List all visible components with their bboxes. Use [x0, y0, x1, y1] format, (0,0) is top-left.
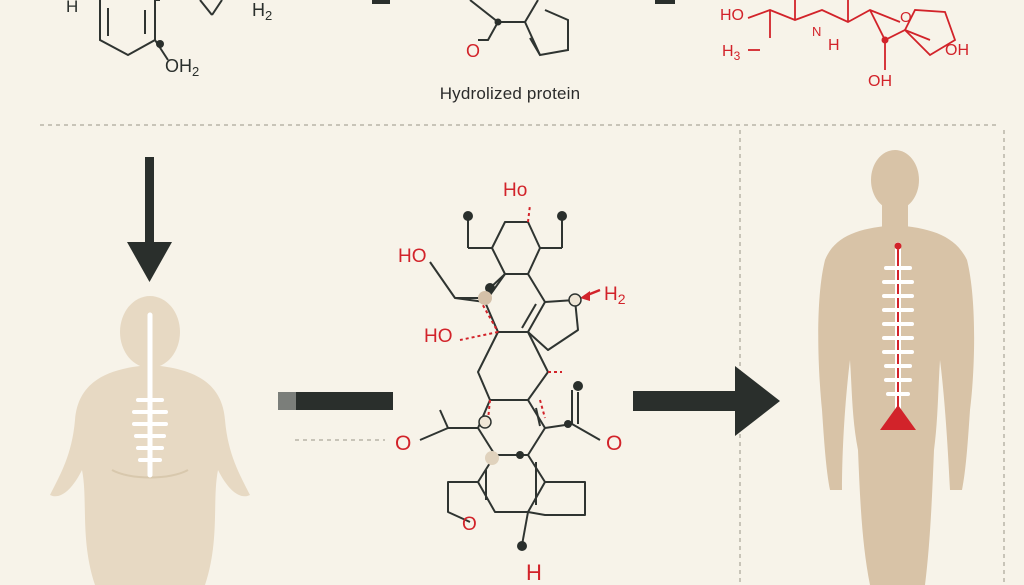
- top-right-dot: [881, 36, 889, 44]
- top-mid-h2-label: H2: [252, 0, 272, 23]
- caption-hydrolyzed-protein: Hydrolized protein: [439, 84, 581, 103]
- top-center-dot: [494, 18, 502, 26]
- top-center-o-label: O: [466, 41, 480, 61]
- center-molecule-dashed-bonds: [459, 204, 562, 421]
- center-molecule-bonds: [419, 216, 601, 546]
- right-arrow-icon: [633, 366, 780, 436]
- top-left-h-label: H: [66, 0, 78, 16]
- spine-icon-left: [132, 312, 168, 478]
- dividers: [40, 124, 1005, 585]
- top-right-oh-b-label: OH: [868, 73, 892, 90]
- top-arrow-fragment-1: [372, 0, 390, 4]
- spine-icon-right: [880, 242, 916, 430]
- top-center-molecule: [469, 0, 569, 57]
- mol-o-right-label: O: [606, 432, 622, 455]
- top-right-nh-label: N: [812, 24, 821, 39]
- top-right-ho-label: HO: [720, 7, 744, 24]
- mol-o-left-label: O: [395, 432, 411, 455]
- top-left-molecule: [99, 0, 223, 61]
- top-right-o-label: O: [900, 9, 912, 26]
- center-molecule-arrowhead-h2: [580, 291, 590, 301]
- top-right-h3-label: H3: [722, 43, 741, 63]
- top-right-h-label: H: [828, 37, 840, 54]
- mol-h2-label: H2: [604, 284, 626, 307]
- top-arrow-fragment-2: [655, 0, 675, 4]
- center-molecule-soft-atoms: [478, 291, 582, 465]
- top-right-oh-a-label: OH: [945, 42, 969, 59]
- down-arrow-icon: [127, 157, 172, 282]
- left-connector-bar-light: [278, 392, 296, 410]
- mol-o-bottom-ring: O: [462, 514, 477, 535]
- top-left-atom-dot: [156, 40, 164, 48]
- mol-ho-left-label: HO: [398, 246, 427, 267]
- center-molecule-atoms: [463, 211, 583, 551]
- mol-ho-top-label: Ho: [503, 180, 527, 201]
- mol-h-bottom-label: H: [526, 560, 542, 585]
- top-left-oh2-label: OH2: [165, 56, 199, 79]
- left-connector-bar: [278, 392, 393, 410]
- top-right-molecule: [747, 0, 957, 70]
- mol-ho-mid-label: HO: [424, 326, 453, 347]
